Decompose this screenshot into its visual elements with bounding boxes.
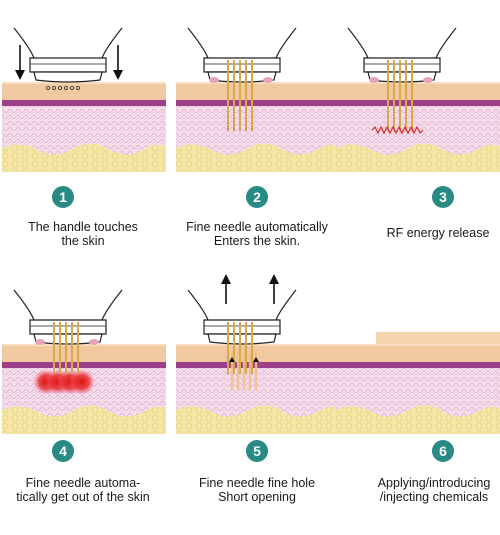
step-5: 5 Fine needle fine hole Short opening — [174, 262, 340, 524]
step-4-caption-line-2: tically get out of the skin — [16, 490, 150, 504]
needle-holes — [230, 350, 258, 390]
step-1-illustration — [2, 27, 166, 172]
step-4-caption: Fine needle automa- tically get out of t… — [0, 476, 166, 504]
step-4-badge: 4 — [52, 440, 74, 462]
step-1: 1 The handle touches the skin — [0, 0, 166, 262]
step-3-caption: RF energy release — [376, 226, 500, 240]
step-6-caption: Applying/introducing /injecting chemical… — [368, 476, 500, 504]
down-arrow-left-icon — [15, 45, 25, 80]
step-2-badge: 2 — [246, 186, 268, 208]
up-arrow-left-icon — [221, 274, 231, 304]
step-3-badge: 3 — [432, 186, 454, 208]
step-5-illustration — [176, 274, 340, 434]
step-6-caption-line-1: Applying/introducing — [377, 476, 491, 490]
applied-chemical-layer — [376, 332, 500, 344]
step-1-badge: 1 — [52, 186, 74, 208]
step-6-illustration — [336, 332, 500, 434]
rf-heat-zones — [33, 369, 95, 395]
step-4-caption-line-1: Fine needle automa- — [25, 476, 141, 490]
step-5-caption-line-2: Short opening — [218, 490, 296, 504]
step-6: 6 Applying/introducing /injecting chemic… — [334, 262, 500, 524]
step-5-badge: 5 — [246, 440, 268, 462]
step-5-caption-line-1: Fine needle fine hole — [198, 476, 316, 490]
down-arrow-right-icon — [113, 45, 123, 80]
step-3-illustration — [336, 27, 500, 172]
needle-tips-icon — [46, 86, 81, 91]
step-4: 4 Fine needle automa- tically get out of… — [0, 262, 166, 524]
small-up-arrows-icon — [229, 357, 259, 362]
step-2-illustration — [176, 27, 340, 172]
step-1-caption-line-1: The handle touches — [28, 220, 138, 234]
step-5-caption: Fine needle fine hole Short opening — [174, 476, 340, 504]
step-2: 2 Fine needle automatically Enters the s… — [174, 0, 340, 262]
step-6-badge: 6 — [432, 440, 454, 462]
step-1-caption: The handle touches the skin — [0, 220, 166, 248]
step-6-caption-line-2: /injecting chemicals — [379, 490, 489, 504]
rf-energy-zigzag — [371, 125, 424, 135]
step-3-caption-line-1: RF energy release — [386, 226, 490, 240]
step-1-caption-line-2: the skin — [61, 234, 105, 248]
step-2-caption-line-2: Enters the skin. — [213, 234, 301, 248]
step-2-caption-line-1: Fine needle automatically — [186, 220, 328, 234]
step-3: 3 RF energy release — [334, 0, 500, 262]
step-2-caption: Fine needle automatically Enters the ski… — [174, 220, 340, 248]
step-4-illustration — [2, 289, 166, 434]
up-arrow-right-icon — [269, 274, 279, 304]
